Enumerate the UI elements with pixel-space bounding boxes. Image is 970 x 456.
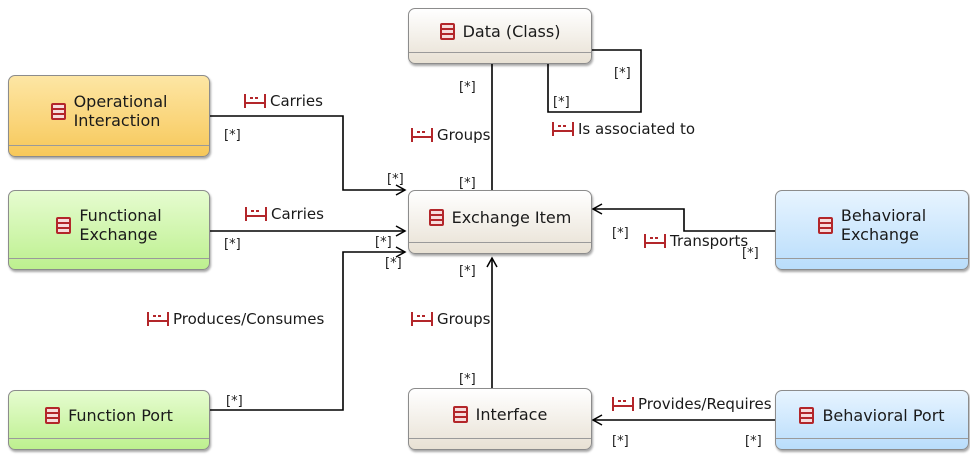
multiplicity-label: [*] xyxy=(375,235,392,250)
class-icon xyxy=(56,216,72,234)
association-icon xyxy=(552,122,574,136)
function-port-node[interactable]: Function Port xyxy=(8,390,210,450)
exchange-item-node[interactable]: Exchange Item xyxy=(408,190,592,254)
behavioral-port-node[interactable]: Behavioral Port xyxy=(775,390,969,450)
compartment-divider xyxy=(9,145,209,146)
is-associated-to-line[interactable] xyxy=(542,46,642,113)
node-title: Data (Class) xyxy=(462,21,561,41)
carries-functional-label: Carries xyxy=(244,205,324,223)
class-icon xyxy=(50,102,66,120)
multiplicity-label: [*] xyxy=(385,256,402,271)
association-icon xyxy=(245,207,267,221)
class-icon xyxy=(452,405,468,423)
transports-label: Transports xyxy=(643,232,748,250)
multiplicity-label: [*] xyxy=(614,66,631,81)
class-icon xyxy=(428,208,444,226)
multiplicity-label: [*] xyxy=(612,226,629,241)
compartment-divider xyxy=(409,52,591,53)
groups-interface-label: Groups xyxy=(410,310,490,328)
multiplicity-label: [*] xyxy=(387,172,404,187)
multiplicity-label: [*] xyxy=(224,237,241,252)
multiplicity-label: [*] xyxy=(459,264,476,279)
multiplicity-label: [*] xyxy=(224,128,241,143)
class-icon xyxy=(799,406,815,424)
compartment-divider xyxy=(409,438,591,439)
carries-operational-label: Carries xyxy=(243,92,323,110)
association-icon xyxy=(147,312,169,326)
multiplicity-label: [*] xyxy=(459,372,476,387)
multiplicity-label: [*] xyxy=(742,246,759,261)
node-title: Exchange Item xyxy=(451,207,572,227)
node-title: Interface xyxy=(475,404,548,424)
multiplicity-label: [*] xyxy=(553,95,570,110)
class-icon xyxy=(817,216,833,234)
multiplicity-label: [*] xyxy=(745,434,762,449)
groups-data-label: Groups xyxy=(410,126,490,144)
association-icon xyxy=(411,312,433,326)
multiplicity-label: [*] xyxy=(226,394,243,409)
multiplicity-label: [*] xyxy=(612,434,629,449)
class-icon xyxy=(439,22,455,40)
produces-consumes-line[interactable] xyxy=(210,246,407,411)
is-associated-to-label: Is associated to xyxy=(551,120,695,138)
produces-consumes-label: Produces/Consumes xyxy=(146,310,324,328)
compartment-divider xyxy=(9,258,209,259)
association-icon xyxy=(411,128,433,142)
association-icon xyxy=(612,397,634,411)
interface-node[interactable]: Interface xyxy=(408,388,592,450)
class-icon xyxy=(45,406,61,424)
compartment-divider xyxy=(776,258,968,259)
association-icon xyxy=(244,94,266,108)
compartment-divider xyxy=(776,438,968,439)
association-icon xyxy=(644,234,666,248)
operational-carries-line[interactable] xyxy=(210,115,407,196)
data-class-node[interactable]: Data (Class) xyxy=(408,8,592,64)
compartment-divider xyxy=(409,242,591,243)
node-title: Function Port xyxy=(68,405,173,425)
compartment-divider xyxy=(9,438,209,439)
multiplicity-label: [*] xyxy=(459,176,476,191)
node-title: Behavioral Port xyxy=(822,405,945,425)
provides-requires-label: Provides/Requires xyxy=(611,395,772,413)
multiplicity-label: [*] xyxy=(459,80,476,95)
transports-line[interactable] xyxy=(591,203,775,232)
